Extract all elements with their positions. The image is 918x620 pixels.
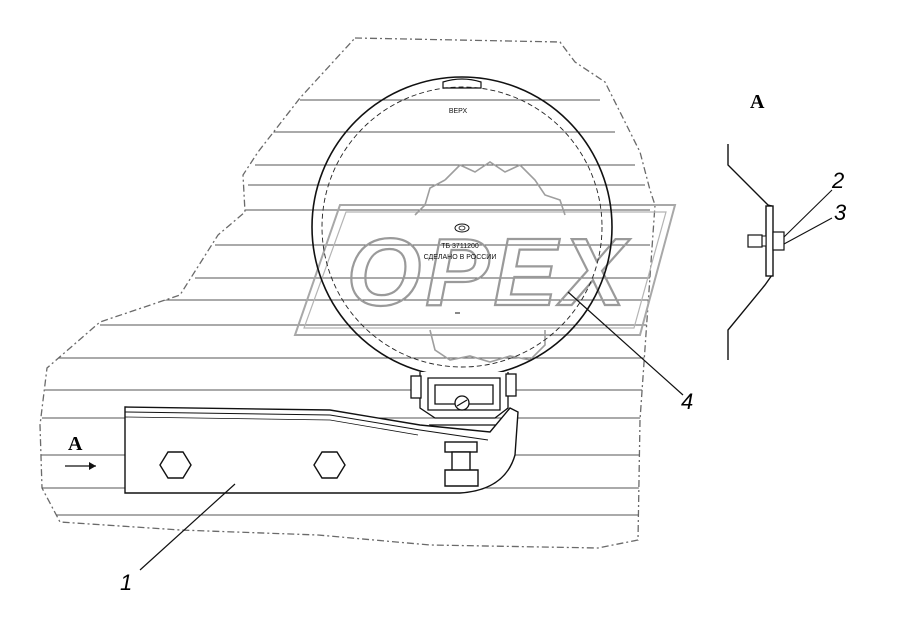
callout-1: 1: [120, 483, 236, 595]
callout-3-label: 3: [834, 200, 847, 225]
callout-4: 4: [567, 291, 693, 414]
lamp-code-marking: ТБ 3711200: [441, 243, 479, 250]
lamp-lens-dashed: [321, 86, 603, 368]
mount-nut-right: [505, 373, 517, 397]
callout-2-label: 2: [831, 168, 844, 193]
side-view-a: А 2 3: [727, 91, 847, 360]
side-bracket-upper: [727, 144, 773, 207]
bracket-bolt-head: [444, 441, 478, 453]
lamp-mount: [410, 372, 517, 436]
mount-nut-left: [410, 375, 422, 399]
side-plate: [765, 205, 774, 277]
lamp-top-tab: [442, 78, 482, 89]
callout-4-label: 4: [681, 389, 693, 414]
lamp-top-marking: ВЕРХ: [449, 108, 468, 115]
side-bolt-head: [747, 234, 763, 248]
lamp-assembly: ВЕРХ ТБ 3711200 СДЕЛАНО В РОССИИ: [311, 76, 613, 378]
bracket-hex-nut-left: [159, 451, 192, 479]
bracket-plate: [124, 406, 519, 494]
watermark: OPEX: [293, 161, 677, 363]
side-nut: [772, 231, 785, 251]
view-arrow-a: А: [65, 433, 96, 470]
side-bracket-lower: [727, 274, 773, 360]
bracket-bolt-nut: [444, 469, 479, 487]
bracket-part-1: [124, 406, 519, 494]
bracket-hex-nut-right: [313, 451, 346, 479]
watermark-text: OPEX: [347, 219, 631, 326]
view-label-main: А: [68, 433, 83, 455]
view-label-side: А: [750, 91, 765, 113]
lamp-country-marking: СДЕЛАНО В РОССИИ: [424, 254, 497, 261]
lamp-logo: [454, 223, 470, 233]
callout-1-label: 1: [120, 570, 132, 595]
